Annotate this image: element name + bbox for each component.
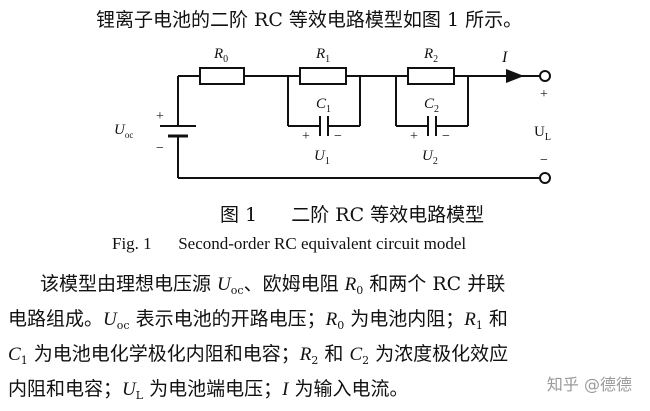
figure-number-cn: 图 1 [220,204,258,226]
figure-title-en: Second-order RC equivalent circuit model [178,234,467,253]
watermark: 知乎 @德德 [546,375,632,394]
label-r1: R1 [315,46,330,65]
label-current: I [501,49,508,66]
source-plus: + [156,109,164,124]
label-u2: U2 [422,148,438,167]
figure-title-cn: 二阶 RC 等效电路模型 [291,204,485,226]
label-uoc: Uoc [114,122,133,140]
resistor-r0 [199,67,245,85]
label-c2: C2 [424,96,439,115]
terminal-positive [539,70,551,82]
c2-plus: + [410,129,418,144]
figure-caption-en: Fig. 1 Second-order RC equivalent circui… [112,234,466,254]
paragraph-line-1: 该模型由理想电压源 Uoc、欧姆电阻 R0 和两个 RC 并联 [40,273,506,297]
c1-minus: − [334,129,342,144]
c1-plus: + [302,129,310,144]
c2-minus: − [442,129,450,144]
figure-caption-cn: 图 1 二阶 RC 等效电路模型 [220,200,484,227]
paragraph-line-2: 电路组成。Uoc 表示电池的开路电压；R0 为电池内阻；R1 和 [8,308,508,332]
label-u1: U1 [314,148,330,167]
paragraph-line-3: C1 为电池电化学极化内阻和电容；R2 和 C2 为浓度极化效应 [8,343,509,367]
current-arrow-icon [506,69,524,83]
terminal-negative [539,172,551,184]
paragraph-line-4: 内阻和电容；UL 为电池端电压；I 为输入电流。 [8,378,409,402]
source-minus: − [156,141,164,156]
label-c1: C1 [316,96,331,115]
label-ul: UL [534,124,551,143]
label-r0: R0 [213,46,228,65]
terminal-plus: + [540,87,548,102]
label-r2: R2 [423,46,438,65]
intro-line: 锂离子电池的二阶 RC 等效电路模型如图 1 所示。 [96,9,523,31]
terminal-minus: − [540,153,548,168]
resistor-r1 [299,67,347,85]
resistor-r2 [407,67,455,85]
figure-number-en: Fig. 1 [112,234,152,253]
rc-circuit-diagram: R0 R1 R2 C1 C2 I + − + − U1 U2 + − Uoc +… [114,46,551,184]
